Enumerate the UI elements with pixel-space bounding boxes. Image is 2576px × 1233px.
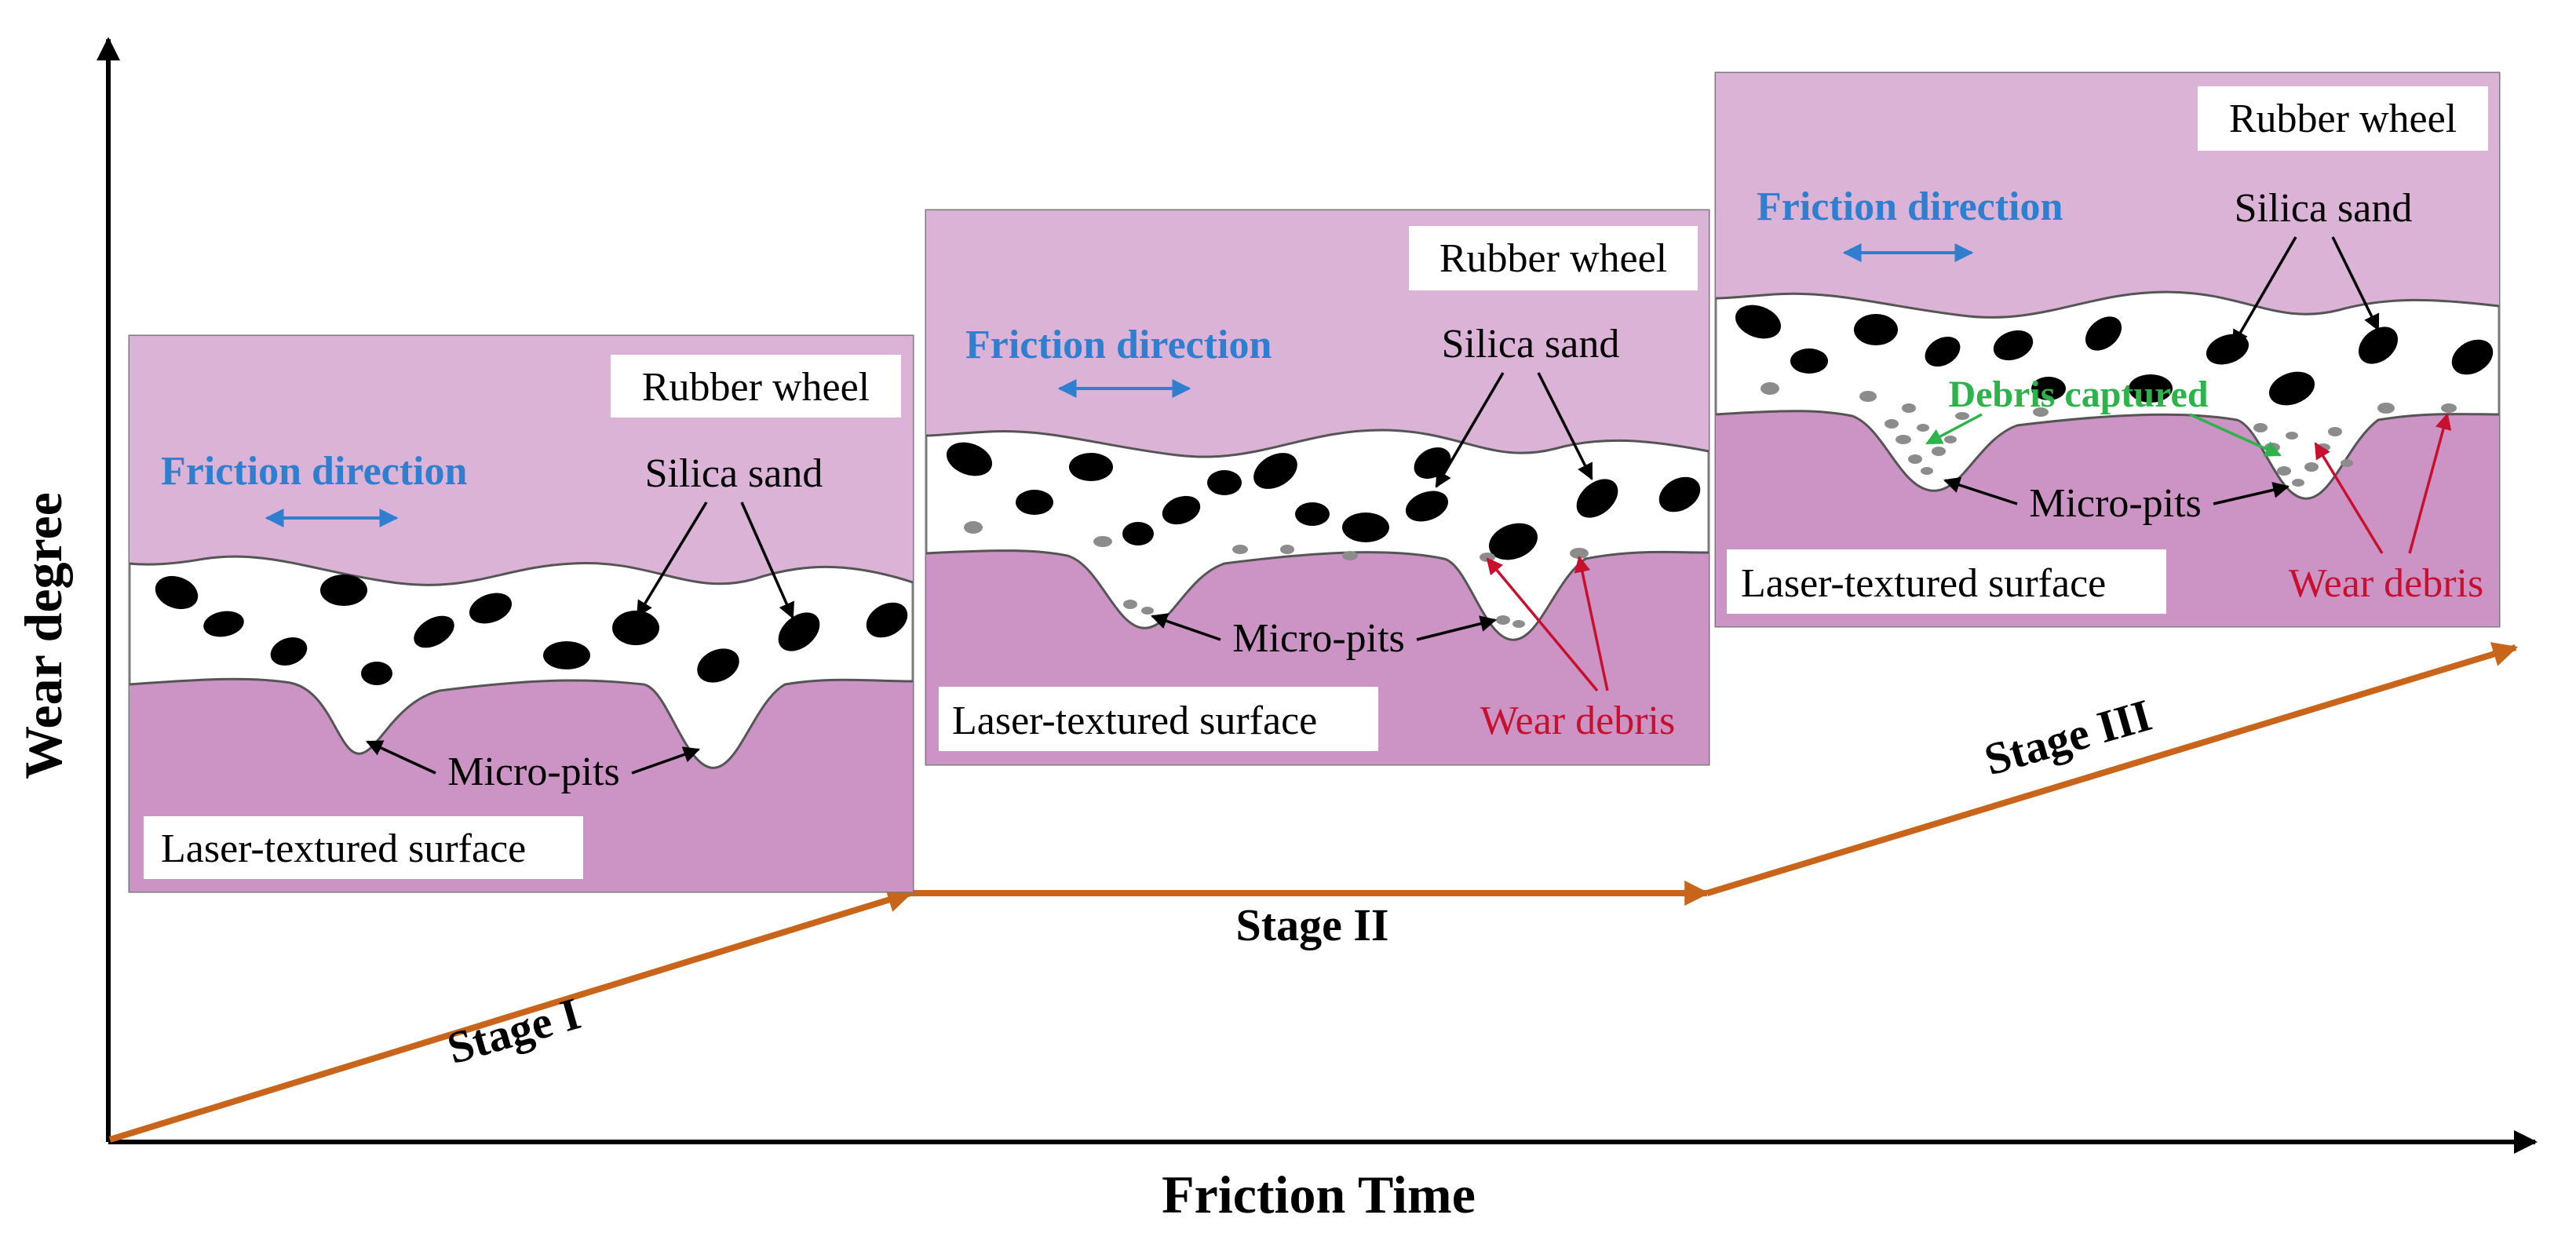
stage-3-debris-label: Wear debris [2289,561,2483,606]
stage-2-friction-label: Friction direction [965,323,1272,367]
stage-3-surface-label: Laser-textured surface [1741,561,2106,606]
stage-2-sand-label: Silica sand [1442,322,1620,367]
stage-2-panel: Rubber wheel Friction direction Silica s… [925,209,1710,766]
stage-3-label: Stage III [1979,689,2157,785]
stage-1-panel: Rubber wheel Friction direction Silica s… [128,334,914,893]
stage-3-rubber-label: Rubber wheel [2229,97,2457,141]
x-axis-title: Friction Time [1162,1165,1476,1224]
stage-1-rubber-label: Rubber wheel [642,365,870,410]
stage-2-debris-label: Wear debris [1480,699,1675,743]
stage-3-pits-label: Micro-pits [2029,481,2202,526]
y-axis-title: Wear degree [13,492,73,779]
stage-2-surface-label: Laser-textured surface [952,699,1317,743]
stage-1-label: Stage I [442,987,586,1074]
stage-3-captured-label: Debris captured [1948,374,2208,415]
stage-2-label: Stage II [1236,899,1389,950]
stage-1-sand-label: Silica sand [645,451,823,496]
stage-2-rubber-label: Rubber wheel [1439,236,1667,281]
stage-1-friction-label: Friction direction [161,449,467,494]
stage-1-pits-label: Micro-pits [447,750,620,794]
stage-2-pits-label: Micro-pits [1232,616,1405,661]
stage-3-friction-label: Friction direction [1757,184,2063,229]
stage-3-panel: Rubber wheel Friction direction Silica s… [1714,71,2501,628]
stage-3-sand-label: Silica sand [2235,186,2413,231]
stage-3-progress-arrow [1706,642,2519,896]
stage-1-surface-label: Laser-textured surface [161,826,526,871]
stage-1-progress-arrow [108,888,914,1143]
